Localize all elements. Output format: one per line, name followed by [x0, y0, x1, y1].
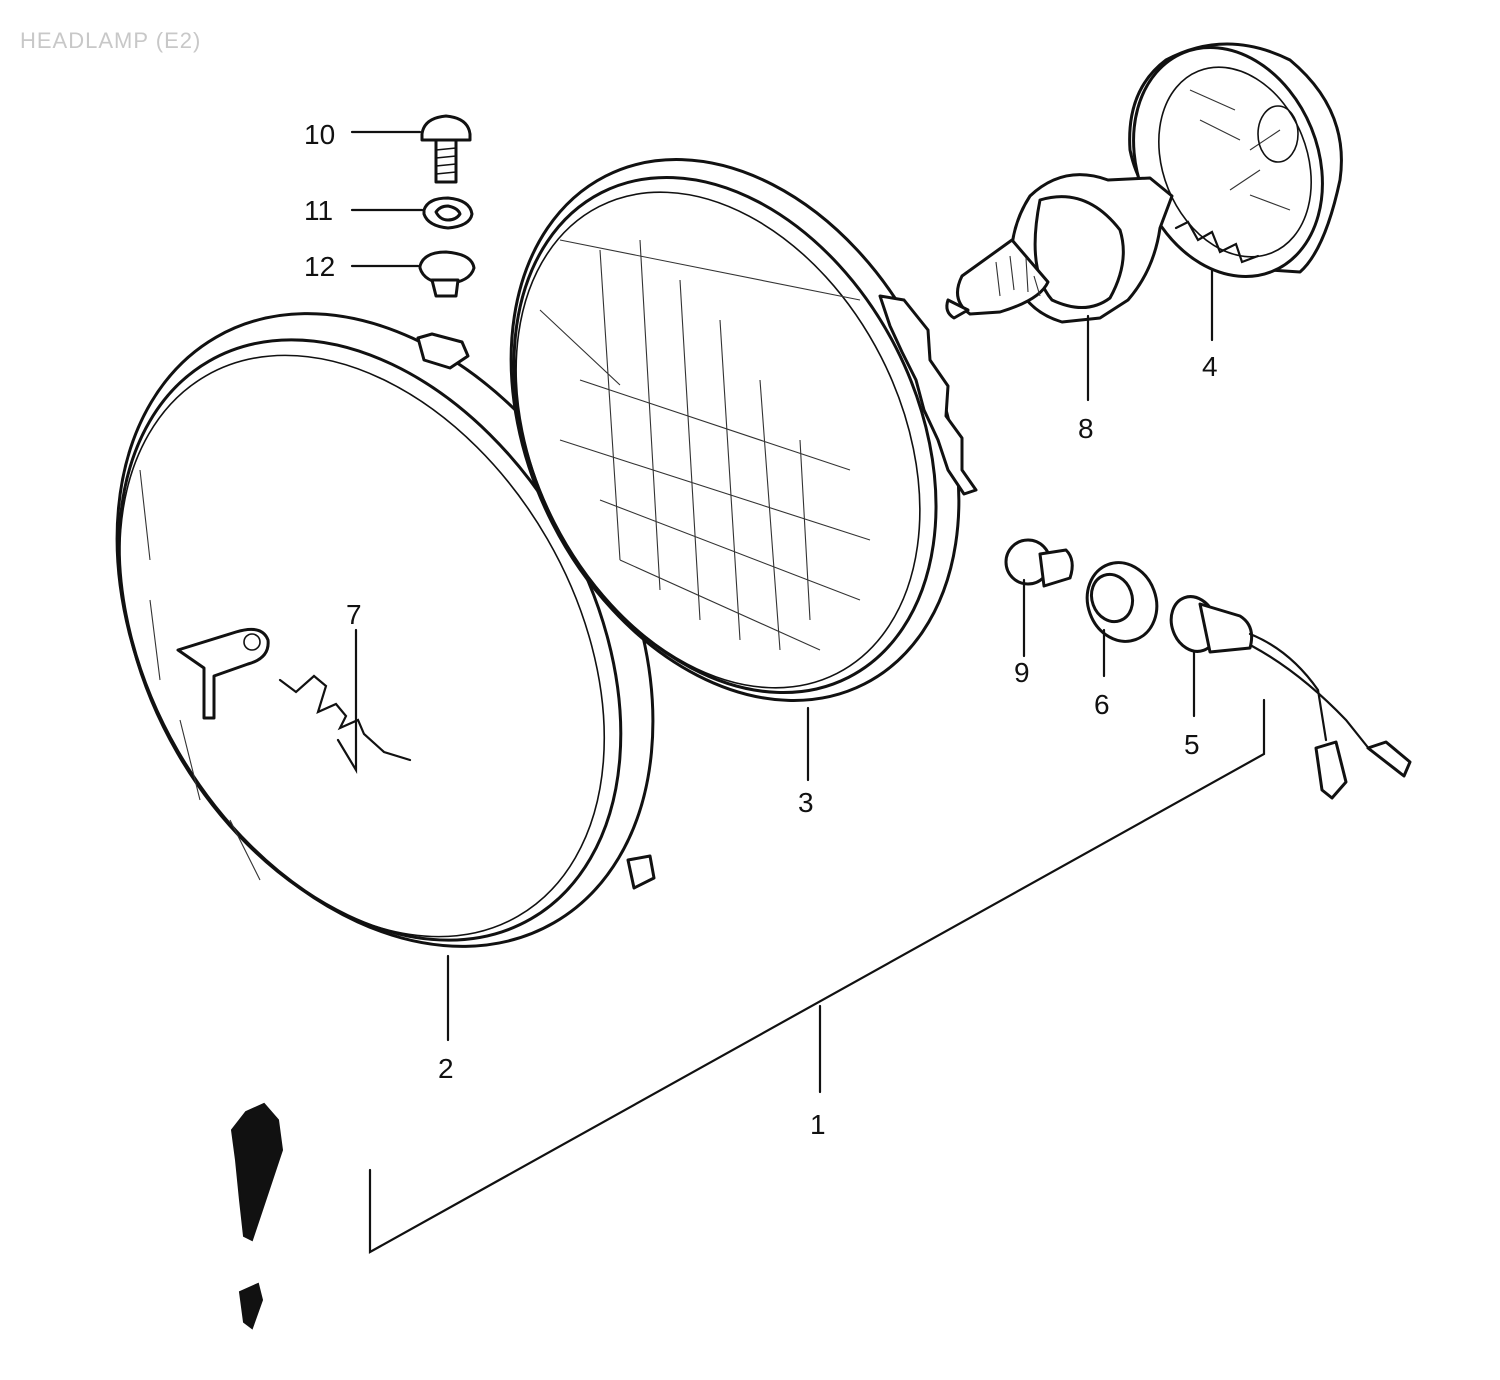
- callout-9: 9: [1014, 657, 1030, 688]
- lens-spring: [278, 674, 412, 762]
- callout-6: 6: [1094, 689, 1110, 720]
- position-bulb: [1004, 538, 1074, 588]
- bulb-socket-cover: [1128, 42, 1343, 278]
- headlamp-rim: [115, 312, 656, 948]
- callout-2: 2: [438, 1053, 454, 1084]
- callout-12: 12: [304, 251, 335, 282]
- lens-unit: [509, 158, 978, 702]
- lock-washer: [422, 196, 474, 230]
- callout-4: 4: [1202, 351, 1218, 382]
- callout-11: 11: [304, 195, 333, 226]
- callout-8: 8: [1078, 413, 1094, 444]
- socket-grommet: [1085, 561, 1159, 643]
- wire-harness: [230, 1102, 284, 1330]
- position-lamp-socket: [1169, 595, 1412, 800]
- diagram-title: HEADLAMP (E2): [20, 28, 201, 53]
- screw: [420, 114, 472, 184]
- callout-1: 1: [810, 1109, 826, 1140]
- leader-lines: [336, 130, 1266, 1254]
- headlamp-bulb: [945, 173, 1174, 324]
- callout-10: 10: [304, 119, 335, 150]
- callout-3: 3: [798, 787, 814, 818]
- callout-5: 5: [1184, 729, 1200, 760]
- callout-7: 7: [346, 599, 362, 630]
- washer-grommet: [418, 250, 476, 298]
